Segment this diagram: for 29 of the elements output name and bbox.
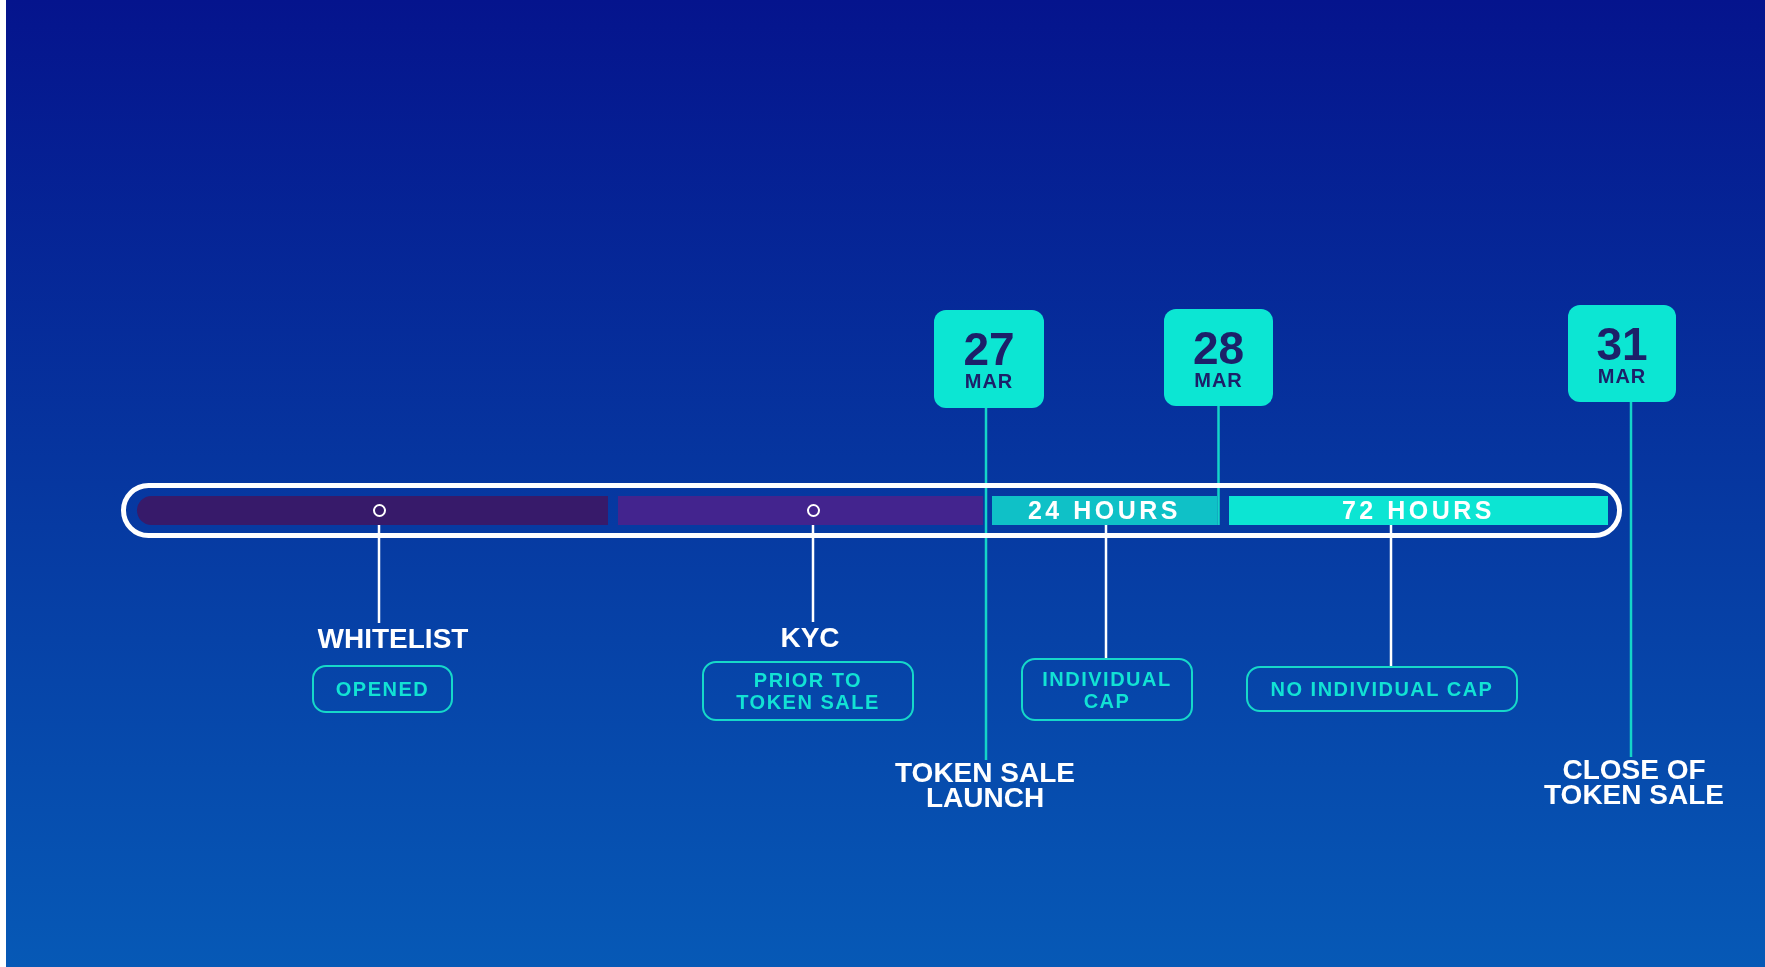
leader-line: [984, 408, 988, 760]
date-badge: [934, 310, 1044, 408]
timeline-segment: [618, 496, 983, 525]
phase-heading: WHITELIST: [317, 623, 469, 655]
phase-heading: KYC: [780, 622, 840, 654]
date-badge: [1164, 309, 1273, 406]
date-day: 28: [1192, 325, 1245, 370]
date-day: 27: [963, 327, 1015, 371]
leader-line: [1104, 525, 1108, 658]
timeline-segment: 24 HOURS: [992, 496, 1217, 525]
timeline-segment: [137, 496, 608, 525]
note-tag: PRIOR TO TOKEN SALE: [702, 661, 914, 721]
ring-icon: [372, 503, 386, 517]
date-month: MAR: [1597, 365, 1647, 386]
date-month: MAR: [1194, 369, 1243, 390]
date-badge: [1568, 305, 1676, 402]
date-day: 31: [1596, 321, 1648, 366]
ring-icon: [806, 503, 820, 517]
timeline-bar: [121, 483, 1622, 538]
note-tag: OPENED: [312, 665, 453, 713]
note-tag: INDIVIDUAL CAP: [1021, 658, 1193, 721]
leader-line: [1389, 525, 1393, 666]
milestone-caption: TOKEN SALE LAUNCH: [880, 760, 1090, 810]
leader-line: [1217, 406, 1220, 525]
date-month: MAR: [964, 371, 1014, 391]
timeline-segment: 72 HOURS: [1229, 496, 1608, 525]
leader-line: [1629, 402, 1633, 757]
milestone-caption: CLOSE OF TOKEN SALE: [1529, 757, 1739, 807]
note-tag: NO INDIVIDUAL CAP: [1246, 666, 1518, 712]
